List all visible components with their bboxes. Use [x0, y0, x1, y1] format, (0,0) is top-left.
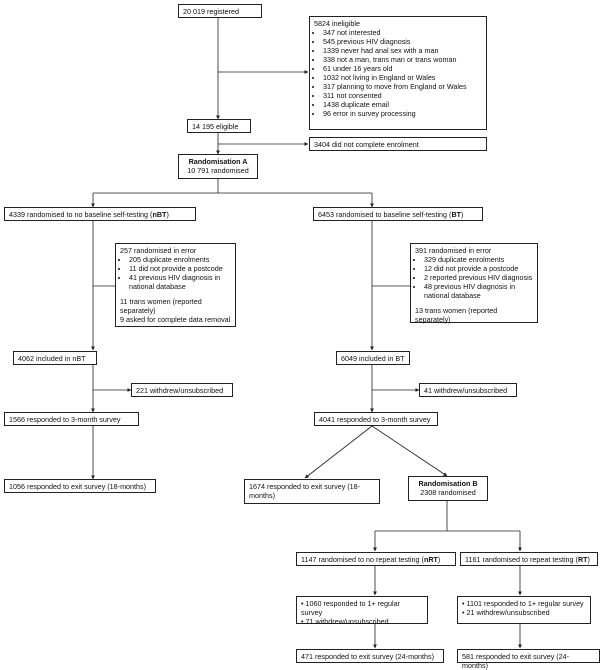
ineligible-list: 347 not interested 545 previous HIV diag… — [314, 28, 482, 118]
nrt-exit-survey-box: 471 responded to exit survey (24-months) — [296, 649, 444, 663]
nbt-error-item: 41 previous HIV diagnosis in national da… — [129, 273, 231, 291]
bt-withdrew-box: 41 withdrew/unsubscribed — [419, 383, 517, 397]
randomisation-b-box: Randomisation B 2308 randomised — [408, 476, 488, 501]
bt-error-box: 391 randomised in error 329 duplicate en… — [410, 243, 538, 324]
nrt-randomised-text: 1147 randomised to no repeat testing ( — [301, 555, 424, 564]
rt-randomised-box: 1161 randomised to repeat testing (RT) — [460, 552, 598, 566]
bt-included-box: 6049 included in BT — [336, 351, 410, 365]
randomisation-a-title: Randomisation A — [188, 157, 248, 166]
nbt-error-list: 205 duplicate enrolments 11 did not prov… — [120, 255, 231, 291]
bt-exit-survey-box: 1674 responded to exit survey (18-months… — [244, 479, 380, 504]
bt-error-list: 329 duplicate enrolments 12 did not prov… — [415, 255, 533, 300]
nrt-outcome-text: 1060 responded to 1+ regular survey — [301, 599, 401, 617]
nrt-abbr: nRT — [423, 555, 438, 564]
ineligible-item: 317 planning to move from England or Wal… — [323, 82, 482, 91]
ineligible-item: 1438 duplicate email — [323, 100, 482, 109]
nbt-withdrew-box: 221 withdrew/unsubscribed — [131, 383, 233, 397]
nbt-error-item: 205 duplicate enrolments — [129, 255, 231, 264]
randomisation-a-count: 10 791 randomised — [187, 166, 249, 175]
nrt-outcome-item: • 1060 responded to 1+ regular survey — [301, 599, 401, 617]
rt-outcomes-box: • 1101 responded to 1+ regular survey • … — [457, 596, 591, 624]
rt-outcome-text: 1101 responded to 1+ regular survey — [466, 599, 584, 608]
nbt-abbr: nBT — [152, 210, 167, 219]
rt-outcome-text: 21 withdrew/unsubscribed — [466, 608, 550, 617]
nbt-error-item: 11 did not provide a postcode — [129, 264, 231, 273]
ineligible-item: 311 not consented — [323, 91, 482, 100]
rt-outcome-item: • 21 withdrew/unsubscribed — [462, 608, 550, 617]
rt-outcome-item: • 1101 responded to 1+ regular survey — [462, 599, 584, 608]
randomisation-a-box: Randomisation A 10 791 randomised — [178, 154, 258, 179]
nbt-responded-3-month-box: 1566 responded to 3-month survey — [4, 412, 139, 426]
bt-randomised-box: 6453 randomised to baseline self-testing… — [313, 207, 483, 221]
rt-randomised-text: 1161 randomised to repeat testing ( — [465, 555, 578, 564]
rt-exit-survey-box: 581 responded to exit survey (24-months) — [457, 649, 600, 670]
randomisation-b-count: 2308 randomised — [420, 488, 476, 497]
bt-error-title: 391 randomised in error — [415, 246, 492, 255]
ineligible-item: 347 not interested — [323, 28, 482, 37]
rt-abbr: RT — [577, 555, 588, 564]
nbt-error-note: 9 asked for complete data removal — [120, 315, 231, 324]
nbt-included-box: 4062 included in nBT — [13, 351, 97, 365]
nbt-error-title: 257 randomised in error — [120, 246, 197, 255]
bt-abbr: BT — [451, 210, 462, 219]
nbt-error-note: 11 trans women (reported separately) — [120, 297, 202, 315]
nbt-randomised-close: ) — [166, 210, 169, 219]
nrt-randomised-box: 1147 randomised to no repeat testing (nR… — [296, 552, 456, 566]
rt-randomised-close: ) — [587, 555, 590, 564]
nbt-error-box: 257 randomised in error 205 duplicate en… — [115, 243, 236, 327]
ineligible-item: 1032 not living in England or Wales — [323, 73, 482, 82]
bt-error-item: 12 did not provide a postcode — [424, 264, 533, 273]
bt-error-item: 2 reported previous HIV diagnosis — [424, 273, 533, 282]
ineligible-item: 1339 never had anal sex with a man — [323, 46, 482, 55]
nrt-outcome-item: • 71 withdrew/unsubscribed — [301, 617, 389, 626]
ineligible-item: 545 previous HIV diagnosis — [323, 37, 482, 46]
nbt-exit-survey-box: 1056 responded to exit survey (18-months… — [4, 479, 156, 493]
ineligible-item: 61 under 16 years old — [323, 64, 482, 73]
bt-error-note: 13 trans women (reported separately) — [415, 306, 498, 324]
nrt-outcomes-box: • 1060 responded to 1+ regular survey • … — [296, 596, 428, 626]
bt-randomised-text: 6453 randomised to baseline self-testing… — [318, 210, 452, 219]
ineligible-item: 338 not a man, trans man or trans woman — [323, 55, 482, 64]
ineligible-box: 5824 ineligible 347 not interested 545 p… — [309, 16, 487, 130]
bt-randomised-close: ) — [461, 210, 464, 219]
nbt-randomised-text: 4339 randomised to no baseline self-test… — [9, 210, 153, 219]
registered-box: 20 019 registered — [178, 4, 262, 18]
nrt-randomised-close: ) — [437, 555, 441, 564]
bt-responded-3-month-box: 4041 responded to 3-month survey — [314, 412, 438, 426]
ineligible-item: 96 error in survey processing — [323, 109, 482, 118]
randomisation-b-title: Randomisation B — [418, 479, 478, 488]
bt-error-item: 48 previous HIV diagnosis in national da… — [424, 282, 533, 300]
nbt-randomised-box: 4339 randomised to no baseline self-test… — [4, 207, 196, 221]
bt-error-item: 329 duplicate enrolments — [424, 255, 533, 264]
eligible-box: 14 195 eligible — [187, 119, 251, 133]
nrt-outcome-text: 71 withdrew/unsubscribed — [305, 617, 389, 626]
not-enrolled-box: 3404 did not complete enrolment — [309, 137, 487, 151]
ineligible-title: 5824 ineligible — [314, 19, 360, 28]
